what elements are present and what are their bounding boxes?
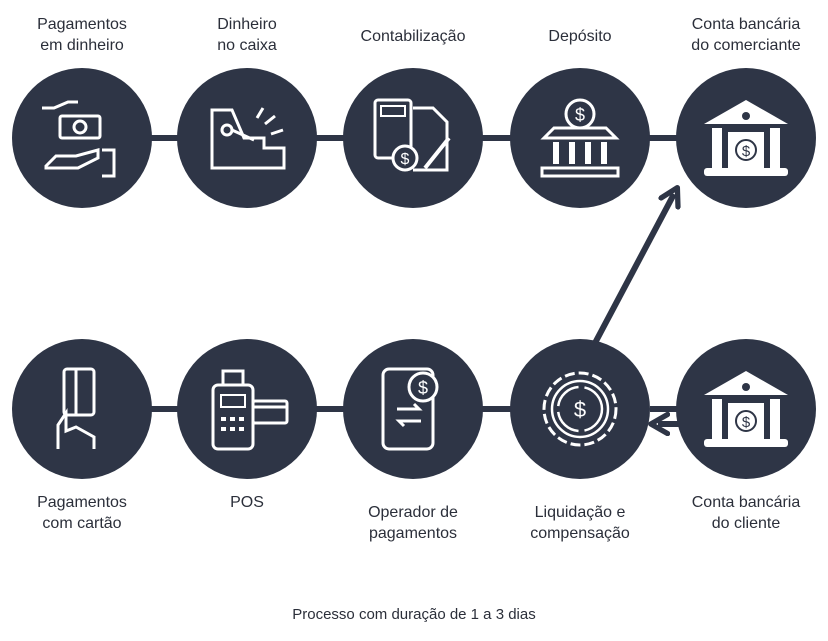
pos-terminal-icon (211, 369, 289, 451)
top-1-label: Dinheiro no caixa (167, 14, 327, 56)
node-circle (510, 339, 650, 479)
label-line-1: Depósito (548, 28, 612, 45)
cash-hand-icon (42, 100, 116, 178)
bottom-2-label: Operador de pagamentos (333, 502, 493, 544)
label-line-2: com cartão (42, 515, 122, 532)
settlement-gear-icon: $ (542, 371, 618, 447)
label-line-1: Contabilização (360, 28, 466, 45)
merchant-bank-icon: $ (704, 100, 788, 176)
svg-text:$: $ (418, 378, 428, 398)
bottom-0-label: Pagamentos com cartão (2, 492, 162, 534)
label-line-1: Conta bancária (691, 16, 801, 33)
label-line-2: em dinheiro (40, 37, 124, 54)
cash-register-icon (210, 107, 286, 170)
svg-text:$: $ (742, 143, 751, 160)
top-2-node: $ (343, 68, 483, 208)
svg-text:$: $ (742, 414, 751, 431)
svg-text:$: $ (401, 151, 410, 168)
label-line-1: Conta bancária (691, 494, 801, 511)
label-line-1: Pagamentos (37, 16, 127, 33)
node-circle (343, 68, 483, 208)
node-circle (177, 339, 317, 479)
top-1-node (177, 68, 317, 208)
top-4-label: Conta bancária do comerciante (666, 14, 826, 56)
mobile-payment-icon: $ (381, 367, 439, 451)
duration-caption: Processo com duração de 1 a 3 dias (292, 606, 536, 623)
bottom-3-label: Liquidação e compensação (500, 502, 660, 544)
label-line-1: Pagamentos (37, 494, 127, 511)
label-line-1: Liquidação e (534, 504, 626, 521)
node-circle (12, 339, 152, 479)
label-line-2: pagamentos (368, 525, 458, 542)
svg-text:$: $ (575, 105, 585, 125)
bottom-4-label: Conta bancária do cliente (666, 492, 826, 534)
label-line-1: Operador de (368, 504, 458, 521)
top-2-label: Contabilização (333, 26, 493, 47)
top-0-label: Pagamentos em dinheiro (2, 14, 162, 56)
top-0-node (12, 68, 152, 208)
bottom-4-node: $ (676, 339, 816, 479)
label-line-2: compensação (530, 525, 630, 542)
top-3-label: Depósito (500, 26, 660, 47)
label-line-1: POS (230, 494, 264, 511)
top-3-node: $ (510, 68, 650, 208)
bottom-3-node: $ (510, 339, 650, 479)
card-hand-icon (56, 367, 96, 449)
label-line-1: Dinheiro (217, 16, 277, 33)
bottom-1-node (177, 339, 317, 479)
bottom-1-label: POS (167, 492, 327, 513)
top-4-node: $ (676, 68, 816, 208)
label-line-2: do cliente (711, 515, 781, 532)
bottom-2-node: $ (343, 339, 483, 479)
accounting-icon: $ (373, 98, 451, 172)
customer-bank-icon: $ (704, 371, 788, 447)
label-line-2: no caixa (217, 37, 277, 54)
bank-deposit-icon: $ (540, 98, 620, 178)
arrow-to-merchant-account (592, 194, 674, 345)
label-line-2: do comerciante (691, 37, 801, 54)
bottom-0-node (12, 339, 152, 479)
svg-text:$: $ (574, 397, 586, 422)
